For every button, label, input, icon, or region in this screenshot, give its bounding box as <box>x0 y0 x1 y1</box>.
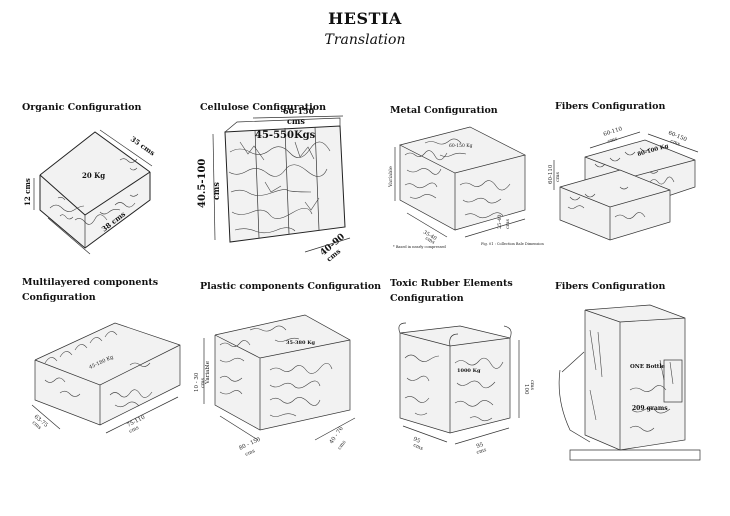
dim-metal-weight: 60-150 Kg <box>449 143 473 149</box>
dim-organic-weight: 20 Kg <box>82 171 105 180</box>
toxic-rubber-bag-illustration: 1000 Kg 95 cms 95 cms 100 cms <box>398 322 535 456</box>
dim-toxic-height-unit: cms <box>529 380 535 391</box>
fibers-bottle-weight: 209 grams <box>632 405 668 412</box>
multilayered-config-label-line1: Multilayered components <box>22 277 159 288</box>
plastic-config-label: Plastic components Configuration <box>200 281 382 292</box>
page-title: HESTIA <box>328 9 402 28</box>
dim-fibers-length-unit: cms <box>669 138 681 148</box>
metal-footnote: * Based in nearly compressed <box>393 245 447 249</box>
dim-plastic-height: 10 - 30 <box>194 372 200 392</box>
multilayered-bale-illustration: 45-180 Kg 75-110 cms 63-75 cms <box>31 322 181 435</box>
dim-organic-depth: 35 cms <box>129 134 157 157</box>
dim-toxic-length-unit: cms <box>476 447 488 456</box>
plastic-bale-illustration: 35-380 Kg Variable 10 - 30 cms 80 - 150 … <box>194 314 356 458</box>
dim-plastic-height-unit: cms <box>200 377 206 388</box>
toxic-rubber-config-label-line1: Toxic Rubber Elements <box>390 278 513 289</box>
dim-plastic-weight: 35-380 Kg <box>286 340 316 346</box>
fibers-bottle-label: ONE Bottle <box>630 364 665 370</box>
metal-figure-caption: Fig. 01 : Collection Bale Dimension <box>481 242 544 246</box>
dim-toxic-depth-unit: cms <box>412 442 424 452</box>
dim-cellulose-length-unit: cms <box>287 116 305 126</box>
dim-plastic-length-unit: cms <box>244 448 256 458</box>
page-subtitle: Translation <box>324 32 406 48</box>
dim-metal-depth-unit: cms <box>424 236 436 246</box>
metal-bale-illustration: 60-150 Kg Variable 35-40 cms 25-40 cms *… <box>388 126 544 249</box>
dim-fibers-width: 60-110 <box>603 126 624 138</box>
organic-config-label: Organic Configuration <box>22 102 142 113</box>
dim-cellulose-length: 60-150 <box>283 106 315 116</box>
dim-multilayered-length-unit: cms <box>128 425 140 435</box>
dim-toxic-height: 100 <box>523 384 529 395</box>
fibers-config-label-2: Fibers Configuration <box>555 281 666 292</box>
dim-cellulose-height: 40.5-100 <box>197 159 208 208</box>
fibers-config-label-1: Fibers Configuration <box>555 101 666 112</box>
dim-multilayered-depth-unit: cms <box>31 420 43 431</box>
dim-organic-height: 12 cms <box>23 178 32 206</box>
dim-toxic-weight: 1000 Kg <box>457 368 481 374</box>
dim-fibers-height: 60-110 <box>548 164 554 184</box>
dim-toxic-length: 95 <box>476 442 485 450</box>
multilayered-config-label-line2: Configuration <box>22 292 96 303</box>
toxic-rubber-config-label-line2: Configuration <box>390 293 464 304</box>
dim-metal-length: 25-40 <box>497 215 503 229</box>
dim-toxic-depth: 95 <box>412 436 421 445</box>
dim-cellulose-height-unit: cms <box>211 182 221 200</box>
organic-bale-illustration: 35 cms 20 Kg 12 cms 38 cms <box>23 129 157 255</box>
cellulose-config-label: Cellulose Configuration <box>200 102 327 113</box>
dim-fibers-height-unit: cms <box>555 171 561 182</box>
metal-config-label: Metal Configuration <box>390 105 498 116</box>
cellulose-bale-illustration: 60-150 cms 45-550Kgs 40.5-100 cms 40-90 … <box>197 106 351 264</box>
dim-plastic-variable: Variable <box>205 361 211 385</box>
dim-plastic-depth-unit: cms <box>337 439 348 451</box>
fibers-container-illustration: ONE Bottle 209 grams <box>558 304 701 461</box>
dim-metal-length-unit: cms <box>505 218 511 229</box>
dim-fibers-width-unit: cms <box>607 136 619 145</box>
dim-metal-height: Variable <box>388 166 394 188</box>
dim-cellulose-weight: 45-550Kgs <box>255 130 316 141</box>
fibers-bale-illustration-1: 60-110 cms 60-150 cms 80-100 Kg 60-110 c… <box>548 126 699 241</box>
